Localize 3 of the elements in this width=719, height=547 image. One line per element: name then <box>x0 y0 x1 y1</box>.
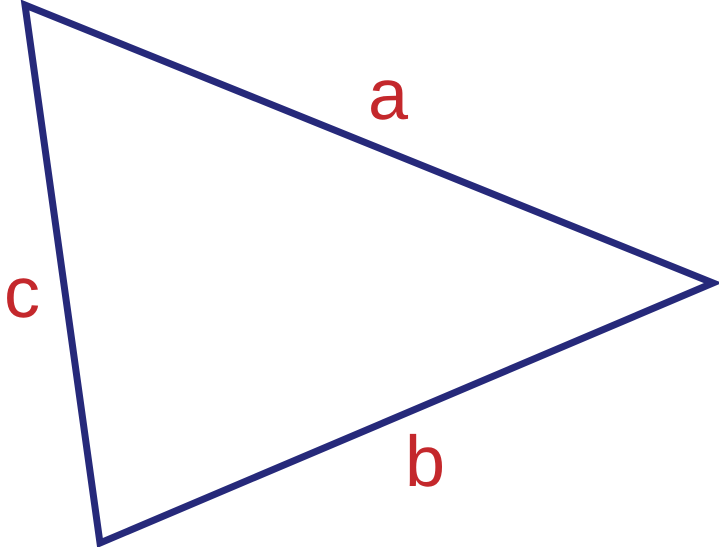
side-label: a <box>368 59 408 131</box>
side-label: b <box>404 426 446 498</box>
side-label: c <box>4 257 40 329</box>
